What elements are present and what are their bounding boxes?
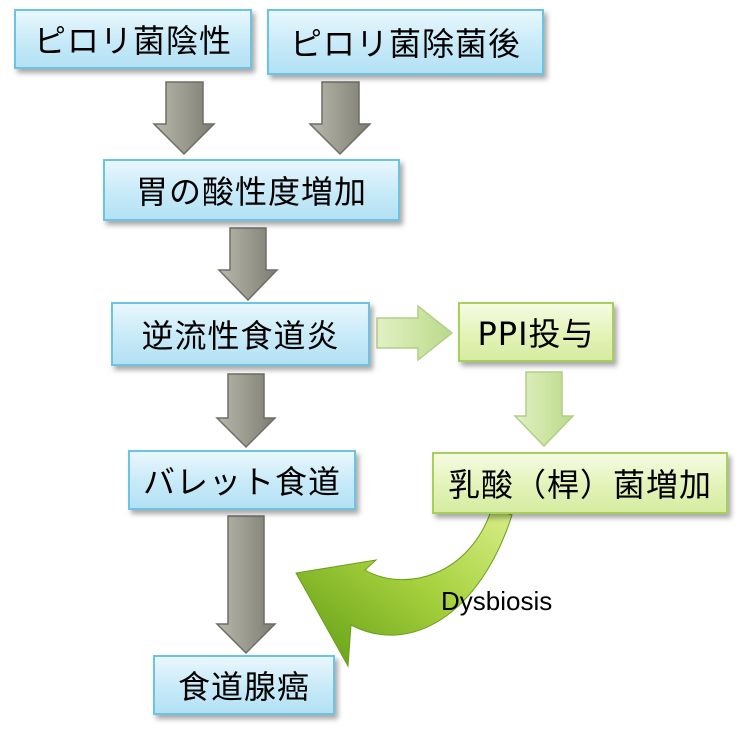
node-hp-negative-label: ピロリ菌陰性 xyxy=(33,22,232,60)
arrow-down-3 xyxy=(217,227,279,302)
arrow-down-5 xyxy=(215,515,277,655)
node-acid-increase: 胃の酸性度増加 xyxy=(103,159,400,221)
node-reflux-esophagitis: 逆流性食道炎 xyxy=(111,302,370,366)
node-barrett: バレット食道 xyxy=(128,450,356,510)
node-lactic-acid-bacteria-label: 乳酸（桿）菌増加 xyxy=(447,466,712,504)
node-adenocarcinoma: 食道腺癌 xyxy=(153,655,335,715)
curved-arrow-dysbiosis xyxy=(295,507,513,668)
node-reflux-esophagitis-label: 逆流性食道炎 xyxy=(141,317,340,355)
node-barrett-label: バレット食道 xyxy=(142,463,341,501)
node-acid-increase-label: 胃の酸性度増加 xyxy=(135,173,367,211)
arrow-down-2 xyxy=(308,81,372,156)
node-hp-negative: ピロリ菌陰性 xyxy=(14,9,252,69)
arrow-right-ppi xyxy=(376,304,454,362)
dysbiosis-label: Dysbiosis xyxy=(441,586,553,616)
arrow-down-green xyxy=(513,371,575,448)
arrow-down-4 xyxy=(215,373,277,449)
node-hp-eradicated-label: ピロリ菌除菌後 xyxy=(289,25,521,63)
node-lactic-acid-bacteria: 乳酸（桿）菌増加 xyxy=(432,452,728,514)
node-adenocarcinoma-label: 食道腺癌 xyxy=(177,668,310,706)
arrow-down-1 xyxy=(152,81,216,156)
node-ppi: PPI投与 xyxy=(458,302,614,362)
node-ppi-label: PPI投与 xyxy=(477,315,595,353)
node-hp-eradicated: ピロリ菌除菌後 xyxy=(267,9,544,75)
